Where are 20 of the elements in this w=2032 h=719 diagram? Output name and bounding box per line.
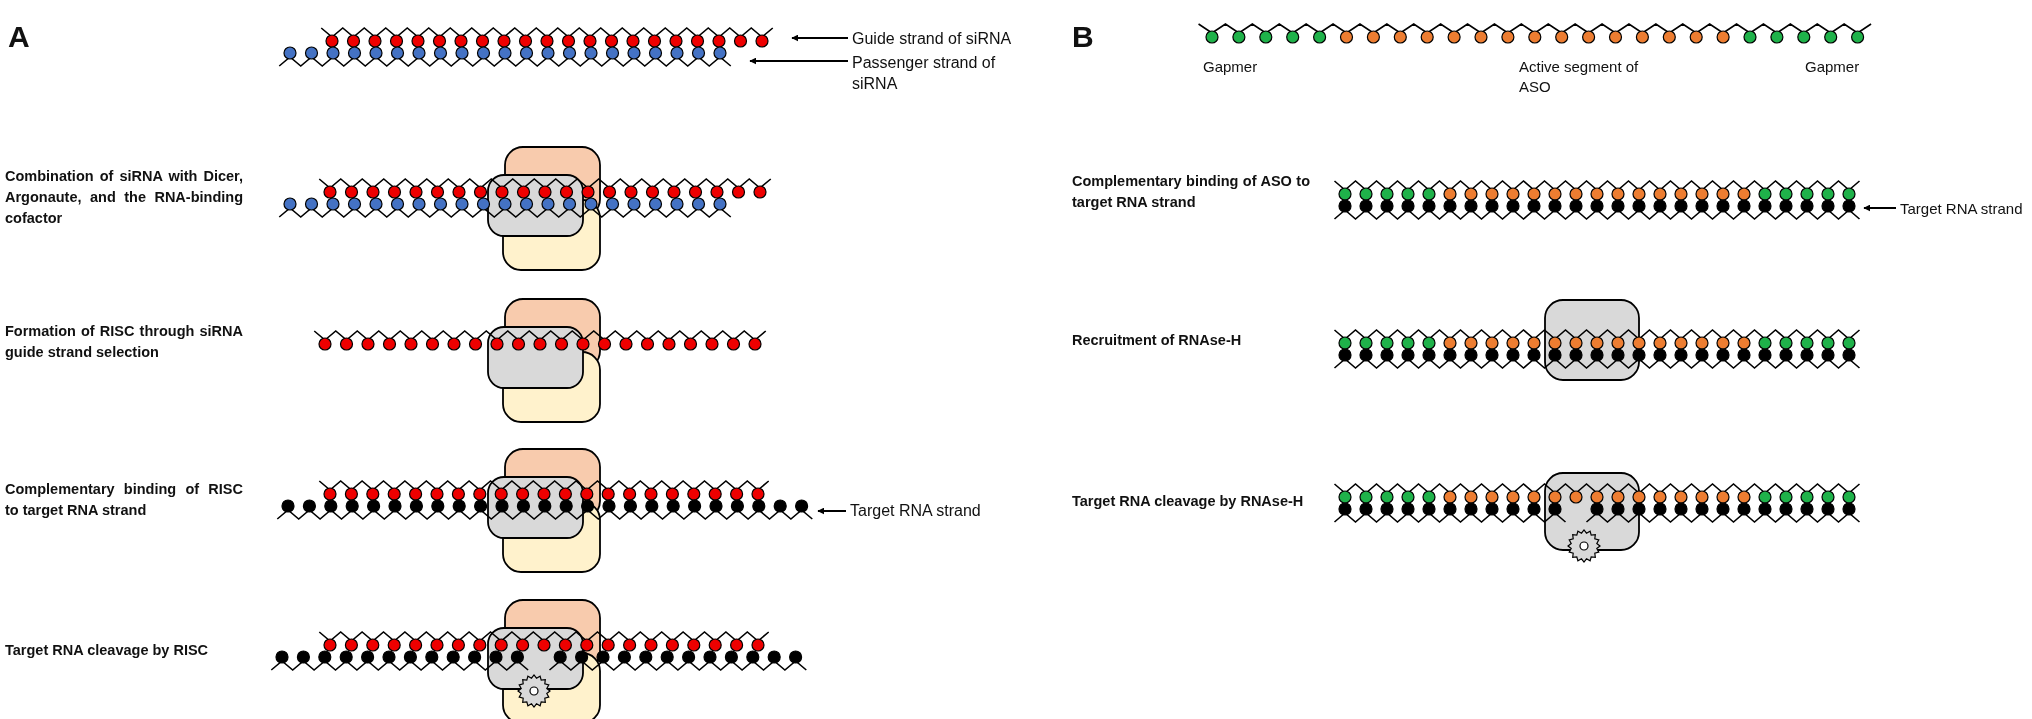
leader-line <box>791 34 849 42</box>
step-label: Recruitment of RNAse-H <box>1072 331 1243 350</box>
panel-letter: B <box>1072 20 1094 54</box>
strand-label: Target RNA strand <box>850 500 981 521</box>
step-label: Target RNA cleavage by RISC <box>5 641 210 660</box>
segment-label: Gapmer <box>1805 57 1860 77</box>
step-label: Formation of RISC through siRNA guide strand selection <box>5 322 243 362</box>
strand-label: Guide strand of siRNA <box>852 28 1012 49</box>
strand-label: Passenger strand of siRNA <box>852 52 1002 94</box>
step-label: Target RNA cleavage by RNAse-H <box>1072 492 1305 511</box>
step-label: Complementary binding of ASO to target RNA strand <box>1072 172 1310 212</box>
segment-label: Gapmer <box>1203 57 1258 77</box>
segment-label: Active segment of ASO <box>1519 57 1640 97</box>
step-label: Complementary binding of RISC to target RNA strand <box>5 480 243 520</box>
panel-letter: A <box>8 20 30 54</box>
leader-line <box>817 507 847 515</box>
leader-line <box>1863 204 1897 212</box>
leader-line <box>749 57 849 65</box>
step-label: Combination of siRNA with Dicer, Argonaute, and the RNA-binding cofactor <box>5 167 243 228</box>
strand-label: Target RNA strand <box>1900 198 2023 219</box>
